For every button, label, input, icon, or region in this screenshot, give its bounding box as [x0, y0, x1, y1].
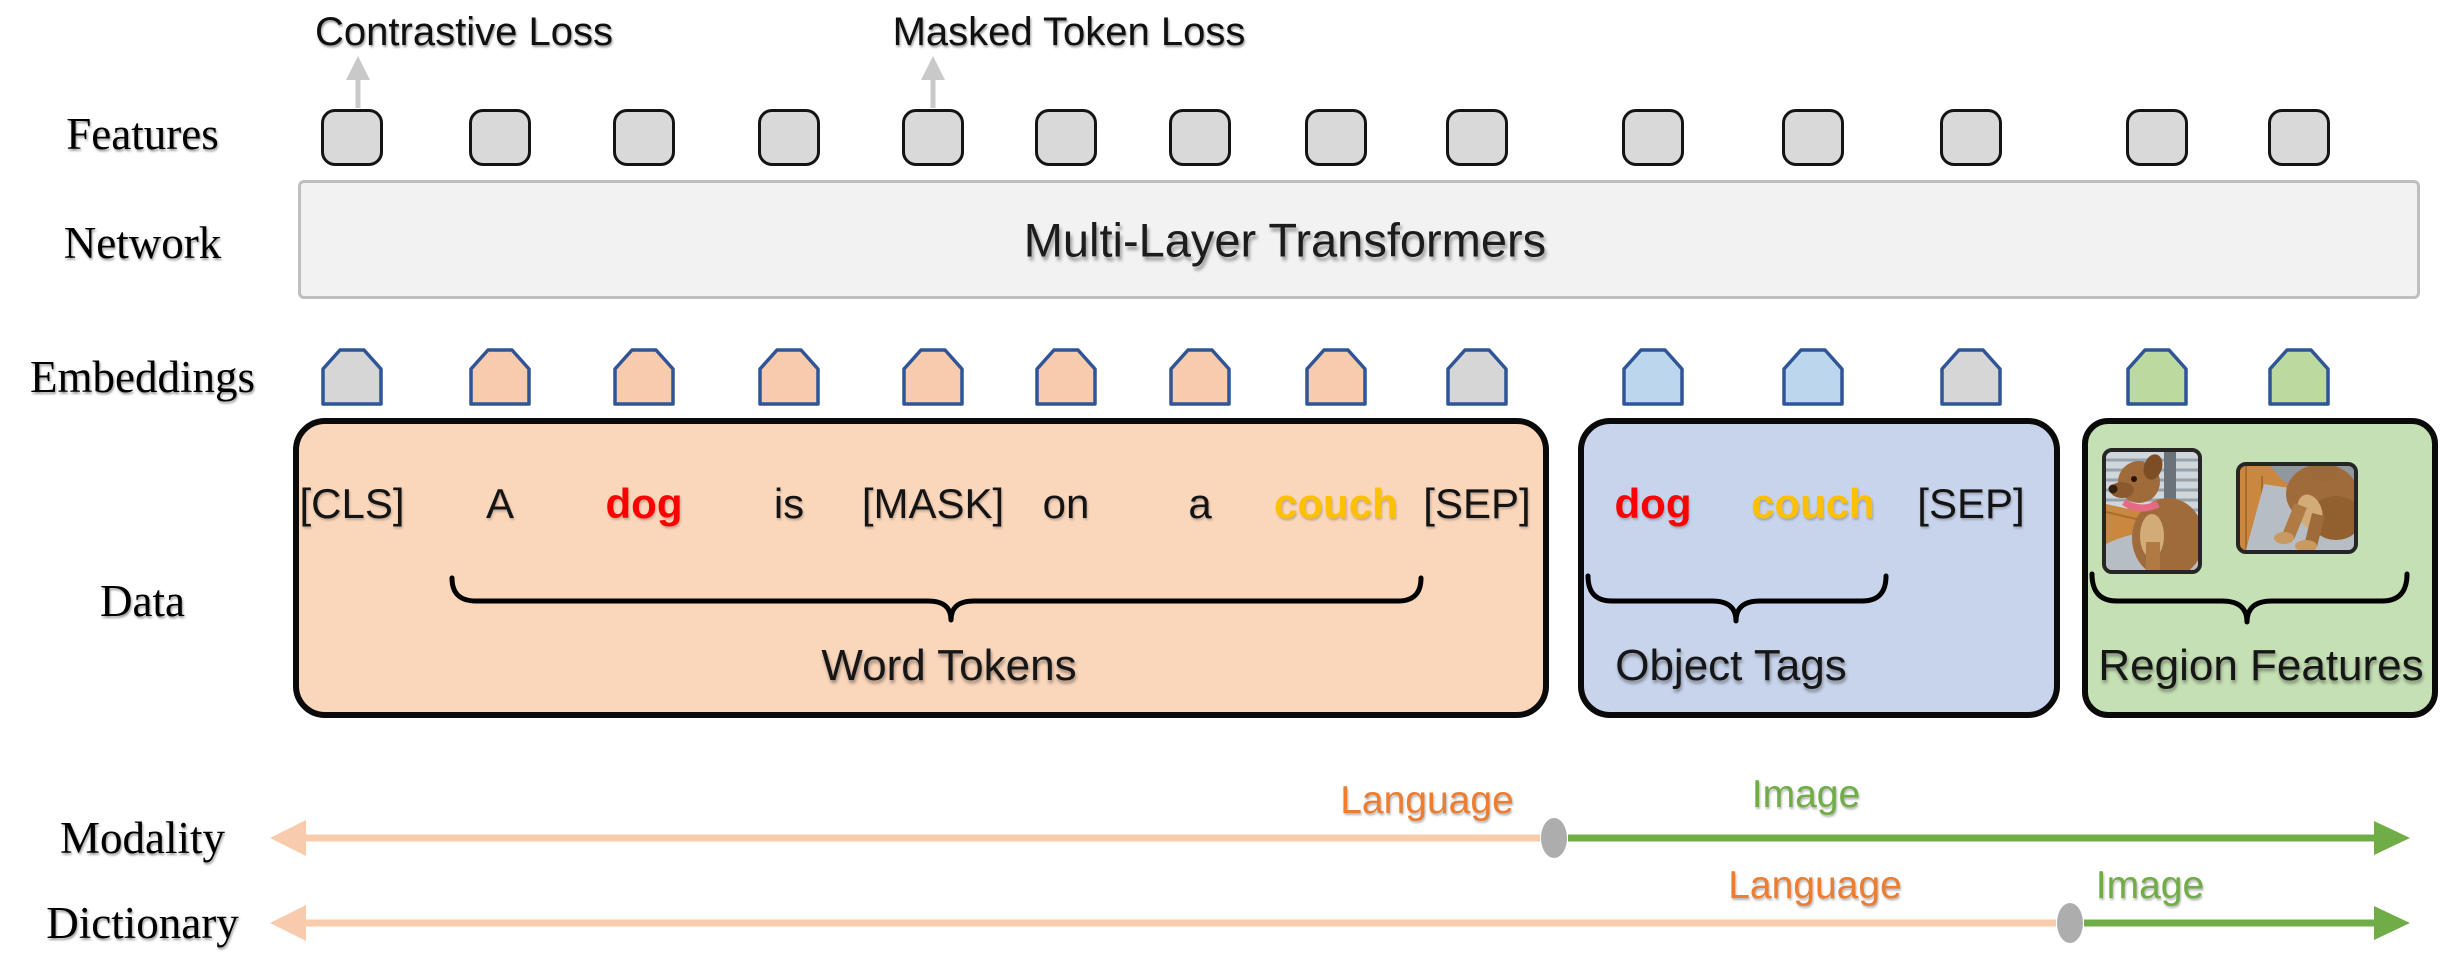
- object-tag-sep: [SEP]: [1917, 480, 2025, 527]
- word-token-a: a: [1188, 480, 1212, 527]
- feature-box: [321, 109, 383, 166]
- region-features-brace: [2089, 571, 2410, 625]
- feature-box: [1305, 109, 1367, 166]
- word-token-mask: [MASK]: [861, 480, 1005, 527]
- modality-image-label: Image: [1751, 773, 1861, 816]
- word-token-sep: [SEP]: [1423, 480, 1531, 527]
- feature-box: [469, 109, 531, 166]
- multi-layer-transformers-box: Multi-Layer Transformers: [298, 180, 2420, 299]
- modality-right-arrowhead: [2374, 821, 2410, 855]
- feature-box: [1035, 109, 1097, 166]
- network-title: Multi-Layer Transformers: [1023, 213, 1547, 266]
- embedding-orange: [1305, 348, 1367, 406]
- object-tags-label: Object Tags: [1615, 641, 1847, 690]
- dictionary-right-arrowhead: [2374, 906, 2410, 940]
- contrastive-loss-label: Contrastive Loss: [315, 10, 613, 54]
- object-tags-box: [1578, 418, 2060, 718]
- feature-box: [1622, 109, 1684, 166]
- embedding-gray: [1446, 348, 1508, 406]
- row-label-data: Data: [100, 576, 185, 626]
- embedding-gray: [1940, 348, 2002, 406]
- embedding-blue: [1622, 348, 1684, 406]
- word-token-couch: couch: [1274, 480, 1398, 527]
- row-label-features: Features: [66, 109, 219, 159]
- word-tokens-brace: [449, 575, 1424, 623]
- feature-box: [1782, 109, 1844, 166]
- embedding-orange: [469, 348, 531, 406]
- modality-split-dot: [1541, 818, 1567, 858]
- word-token-dog: dog: [605, 480, 683, 527]
- embedding-orange: [1035, 348, 1097, 406]
- feature-box: [1940, 109, 2002, 166]
- feature-box: [1446, 109, 1508, 166]
- embedding-blue: [1782, 348, 1844, 406]
- dictionary-left-arrowhead: [270, 905, 306, 941]
- word-tokens-box: [293, 418, 1549, 718]
- modality-left-arrowhead: [270, 820, 306, 856]
- feature-box: [902, 109, 964, 166]
- region-image-dog-body: [2236, 462, 2358, 554]
- dictionary-axis: [270, 903, 2410, 943]
- embedding-orange: [758, 348, 820, 406]
- word-tokens-label: Word Tokens: [821, 641, 1077, 690]
- embedding-orange: [1169, 348, 1231, 406]
- object-tag-couch: couch: [1751, 480, 1875, 527]
- word-token-on: on: [1042, 480, 1090, 527]
- feature-box: [613, 109, 675, 166]
- row-label-modality: Modality: [60, 813, 225, 863]
- embedding-green: [2268, 348, 2330, 406]
- word-token-a: A: [485, 480, 515, 527]
- modality-axis: [270, 818, 2410, 858]
- embedding-gray: [321, 348, 383, 406]
- word-token-is: is: [773, 480, 805, 527]
- object-tag-dog: dog: [1614, 480, 1692, 527]
- feature-box: [2268, 109, 2330, 166]
- embedding-orange: [613, 348, 675, 406]
- dog-photo-2: [2240, 466, 2354, 550]
- masked-token-loss-arrow: [921, 56, 945, 108]
- feature-box: [1169, 109, 1231, 166]
- row-label-network: Network: [63, 218, 222, 268]
- region-features-label: Region Features: [2098, 641, 2424, 690]
- embedding-orange: [902, 348, 964, 406]
- dictionary-image-label: Image: [2095, 864, 2205, 907]
- region-image-dog-head: [2102, 448, 2202, 574]
- embedding-green: [2126, 348, 2188, 406]
- feature-box: [2126, 109, 2188, 166]
- feature-box: [758, 109, 820, 166]
- masked-token-loss-label: Masked Token Loss: [892, 10, 1246, 54]
- word-token-cls: [CLS]: [299, 480, 405, 527]
- row-label-dictionary: Dictionary: [46, 898, 239, 948]
- dog-photo-1: [2106, 452, 2198, 570]
- dictionary-language-label: Language: [1728, 864, 1902, 907]
- contrastive-loss-arrow: [346, 56, 370, 108]
- object-tags-brace: [1585, 573, 1889, 624]
- row-label-embeddings: Embeddings: [30, 352, 255, 402]
- modality-language-label: Language: [1340, 779, 1514, 822]
- dictionary-split-dot: [2057, 903, 2083, 943]
